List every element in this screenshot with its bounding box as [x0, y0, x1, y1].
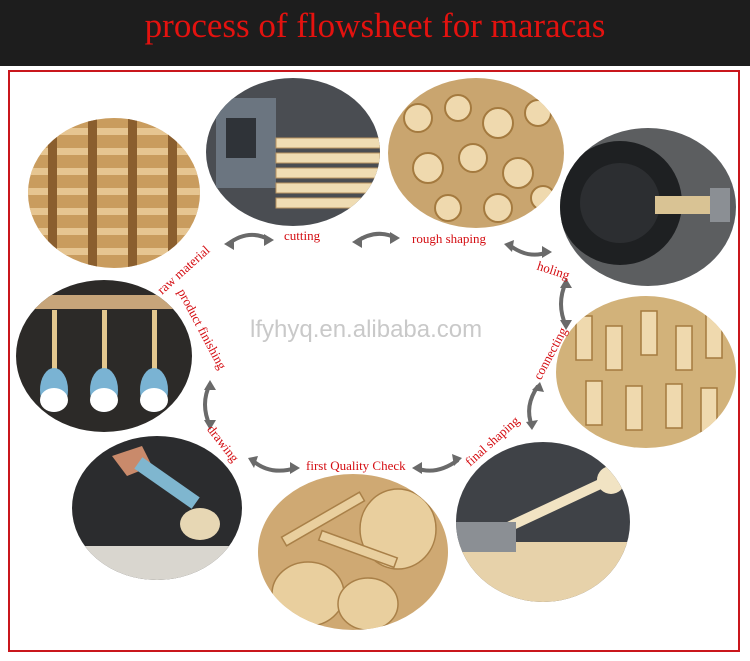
photo-first-quality-check [258, 474, 448, 630]
double-arrow-icon [412, 454, 462, 474]
photo-product-finishing [16, 280, 192, 432]
double-arrow-icon [352, 231, 400, 248]
step-label-rough-shaping: rough shaping [412, 231, 487, 246]
page-title: process of flowsheet for maracas [144, 6, 606, 45]
photo-connecting [556, 296, 736, 448]
step-label-cutting: cutting [284, 228, 321, 243]
photo-cutting [206, 78, 380, 226]
step-label-first-quality-check: first Quality Check [306, 458, 406, 473]
photo-raw-material [28, 118, 200, 268]
watermark-text: lfyhyq.en.alibaba.com [250, 316, 483, 343]
diagram-frame [8, 70, 740, 652]
double-arrow-icon [203, 380, 216, 430]
header-bar: process of flowsheet for maracas [0, 0, 750, 66]
double-arrow-icon [526, 382, 544, 430]
photo-holing [560, 128, 736, 286]
double-arrow-icon [224, 232, 274, 250]
photo-final-shaping [456, 442, 630, 602]
double-arrow-icon [559, 278, 572, 330]
double-arrow-icon [248, 456, 300, 474]
photo-drawing [72, 436, 242, 580]
double-arrow-icon [504, 240, 552, 258]
photo-rough-shaping [388, 78, 564, 228]
